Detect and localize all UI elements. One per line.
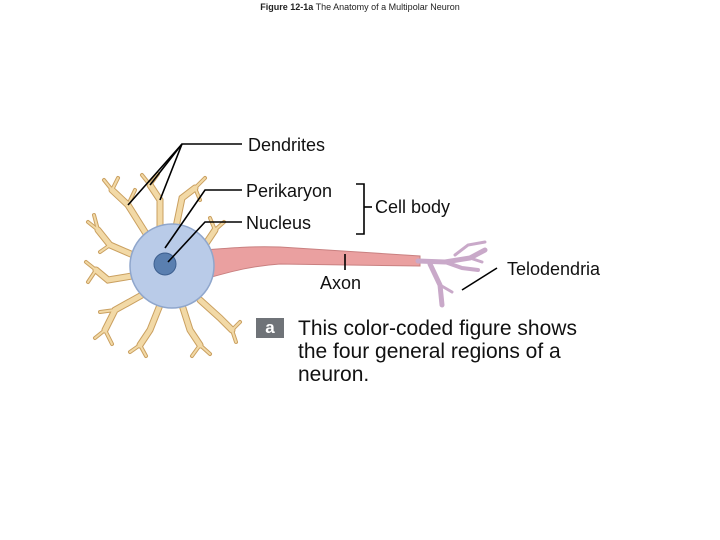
panel-letter-badge: a <box>256 318 284 338</box>
label-cell-body: Cell body <box>375 197 451 217</box>
figure-title-text: The Anatomy of a Multipolar Neuron <box>315 2 460 12</box>
label-dendrites: Dendrites <box>248 135 326 155</box>
figure-title: Figure 12-1a The Anatomy of a Multipolar… <box>0 2 720 12</box>
panel-caption: This color-coded figure shows the four g… <box>298 317 577 386</box>
axon-graphic <box>204 246 421 279</box>
label-perikaryon: Perikaryon <box>246 181 333 201</box>
label-telodendria: Telodendria <box>507 259 601 279</box>
label-axon: Axon <box>320 273 362 293</box>
label-nucleus: Nucleus <box>246 213 312 233</box>
figure-number: Figure 12-1a <box>260 2 314 12</box>
telodendria-graphic <box>415 240 488 308</box>
leader-lines <box>127 143 498 291</box>
